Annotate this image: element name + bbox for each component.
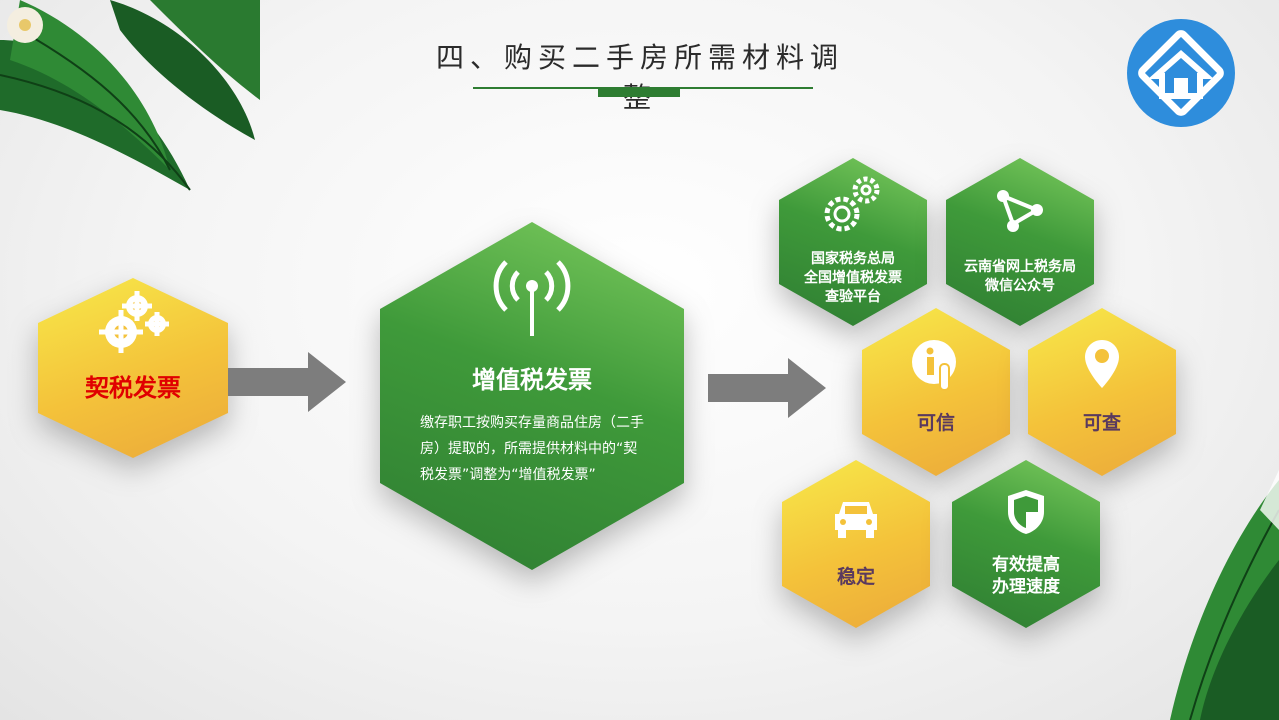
vat-invoice-hex-wrap: 增值税发票 缴存职工按购买存量商品住房（二手房）提取的，所需提供材料中的“契税发… [380, 222, 684, 570]
info-hand-icon [912, 340, 956, 391]
efficient-hex: 有效提高 办理速度 [952, 460, 1100, 628]
deed-tax-invoice-hex: 契税发票 [38, 278, 228, 458]
stable-hex-wrap: 稳定 [782, 460, 930, 628]
yunnan-tax-line2: 微信公众号 [985, 278, 1055, 294]
national-platform-line1: 国家税务总局 [811, 251, 895, 267]
checkable-label: 可查 [1082, 412, 1121, 434]
national-platform-hex-wrap: 国家税务总局 全国增值税发票 查验平台 [779, 158, 927, 326]
title-accent-bar [598, 89, 680, 97]
leaf-decoration-top-left [0, 0, 260, 191]
yunnan-tax-hex-wrap: 云南省网上税务局 微信公众号 [946, 158, 1094, 326]
deed-tax-invoice-label: 契税发票 [85, 374, 181, 402]
housing-fund-logo [1127, 19, 1235, 127]
leaf-decoration-bottom-right [1170, 470, 1279, 720]
checkable-hex-wrap: 可查 [1028, 308, 1176, 476]
gears-icon [824, 176, 880, 232]
efficient-line2: 办理速度 [992, 577, 1060, 597]
stable-label: 稳定 [836, 566, 875, 588]
vat-invoice-description: 缴存职工按购买存量商品住房（二手房）提取的，所需提供材料中的“契税发票”调整为“… [420, 415, 644, 483]
trusted-label: 可信 [916, 412, 955, 434]
shield-icon [1008, 490, 1044, 534]
gears-icon [99, 291, 169, 353]
arrow-right-icon [228, 352, 346, 412]
share-nodes-icon [997, 190, 1043, 232]
signal-antenna-icon [493, 260, 571, 336]
trusted-hex-wrap: 可信 [862, 308, 1010, 476]
vat-invoice-hex: 增值税发票 缴存职工按购买存量商品住房（二手房）提取的，所需提供材料中的“契税发… [380, 222, 684, 570]
efficient-hex-wrap: 有效提高 办理速度 [952, 460, 1100, 628]
arrow-right-icon [708, 358, 826, 418]
efficient-line1: 有效提高 [992, 555, 1060, 575]
page-title: 四、购买二手房所需材料调整 [435, 41, 844, 114]
location-pin-icon [1085, 340, 1119, 388]
title-underline [473, 87, 813, 89]
checkable-hex: 可查 [1028, 308, 1176, 476]
deed-tax-invoice-hex-wrap: 契税发票 [38, 278, 228, 458]
vat-invoice-label: 增值税发票 [472, 366, 592, 394]
national-platform-hex: 国家税务总局 全国增值税发票 查验平台 [779, 158, 927, 326]
yunnan-tax-hex: 云南省网上税务局 微信公众号 [946, 158, 1094, 326]
car-icon [835, 502, 877, 538]
trusted-hex: 可信 [862, 308, 1010, 476]
national-platform-line2: 全国增值税发票 [804, 270, 902, 286]
stable-hex: 稳定 [782, 460, 930, 628]
yunnan-tax-line1: 云南省网上税务局 [964, 259, 1076, 275]
national-platform-line3: 查验平台 [825, 289, 881, 305]
